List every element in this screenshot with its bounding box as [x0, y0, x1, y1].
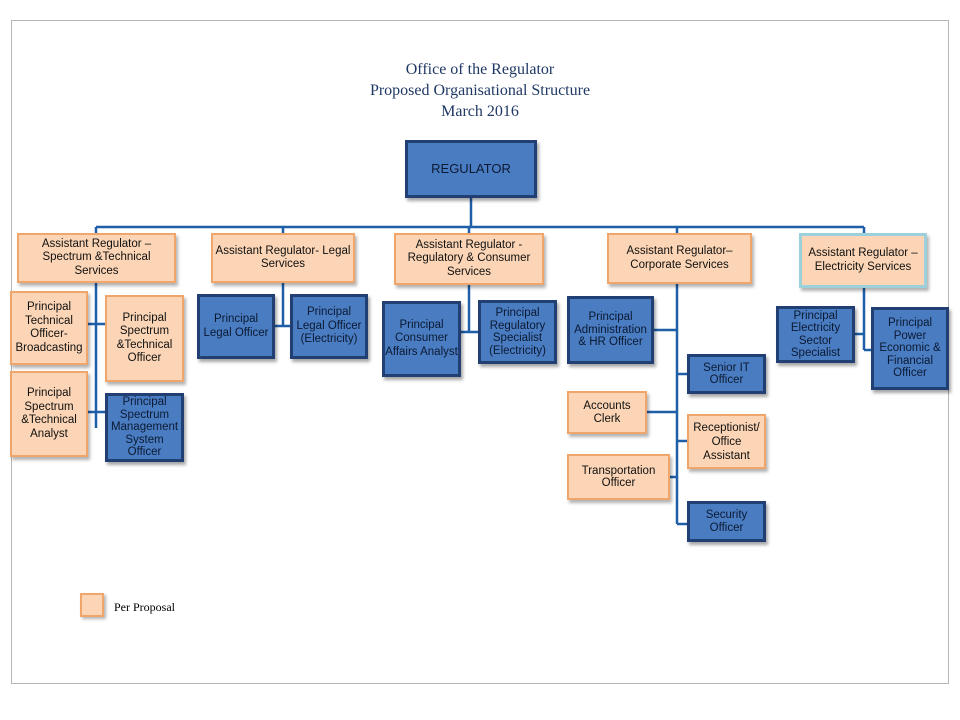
principal-spectrum-technical-officer-box: Principal Spectrum &Technical Officer — [105, 295, 184, 382]
principal-legal-officer-box: Principal Legal Officer — [197, 294, 275, 359]
principal-regulatory-specialist-box: Principal Regulatory Specialist (Electri… — [478, 300, 557, 364]
principal-electricity-sector-box: Principal Electricity Sector Specialist — [776, 306, 855, 363]
principal-admin-hr-box: Principal Administration & HR Officer — [567, 296, 654, 364]
legend-label: Per Proposal — [114, 600, 175, 614]
assistant-spectrum-box: Assistant Regulator – Spectrum &Technica… — [17, 233, 176, 283]
principal-consumer-affairs-box: Principal Consumer Affairs Analyst — [382, 301, 461, 377]
security-officer-box: Security Officer — [687, 501, 766, 542]
principal-legal-officer-electricity-box: Principal Legal Officer (Electricity) — [290, 294, 368, 359]
principal-spectrum-technical-analyst-box: Principal Spectrum &Technical Analyst — [10, 371, 88, 457]
chart-title: Office of the Regulator Proposed Organis… — [280, 59, 680, 122]
legend-swatch — [80, 593, 104, 617]
principal-power-economic-box: Principal Power Economic & Financial Off… — [871, 307, 949, 390]
principal-spectrum-management-box: Principal Spectrum Management System Off… — [105, 393, 184, 462]
title-line-3: March 2016 — [441, 103, 519, 120]
assistant-legal-box: Assistant Regulator- Legal Services — [211, 233, 355, 283]
assistant-electricity-box: Assistant Regulator – Electricity Servic… — [799, 233, 927, 288]
assistant-corporate-box: Assistant Regulator– Corporate Services — [607, 233, 752, 284]
title-line-2: Proposed Organisational Structure — [369, 82, 591, 99]
regulator-box: REGULATOR — [405, 140, 537, 198]
transportation-officer-box: Transportation Officer — [567, 454, 670, 500]
senior-it-officer-box: Senior IT Officer — [687, 354, 766, 394]
assistant-regulatory-box: Assistant Regulator - Regulatory & Consu… — [394, 233, 544, 285]
accounts-clerk-box: Accounts Clerk — [567, 391, 647, 434]
principal-technical-broadcasting-box: Principal Technical Officer- Broadcastin… — [10, 291, 88, 365]
receptionist-box: Receptionist/ Office Assistant — [687, 414, 766, 469]
title-line-1: Office of the Regulator — [405, 61, 555, 78]
